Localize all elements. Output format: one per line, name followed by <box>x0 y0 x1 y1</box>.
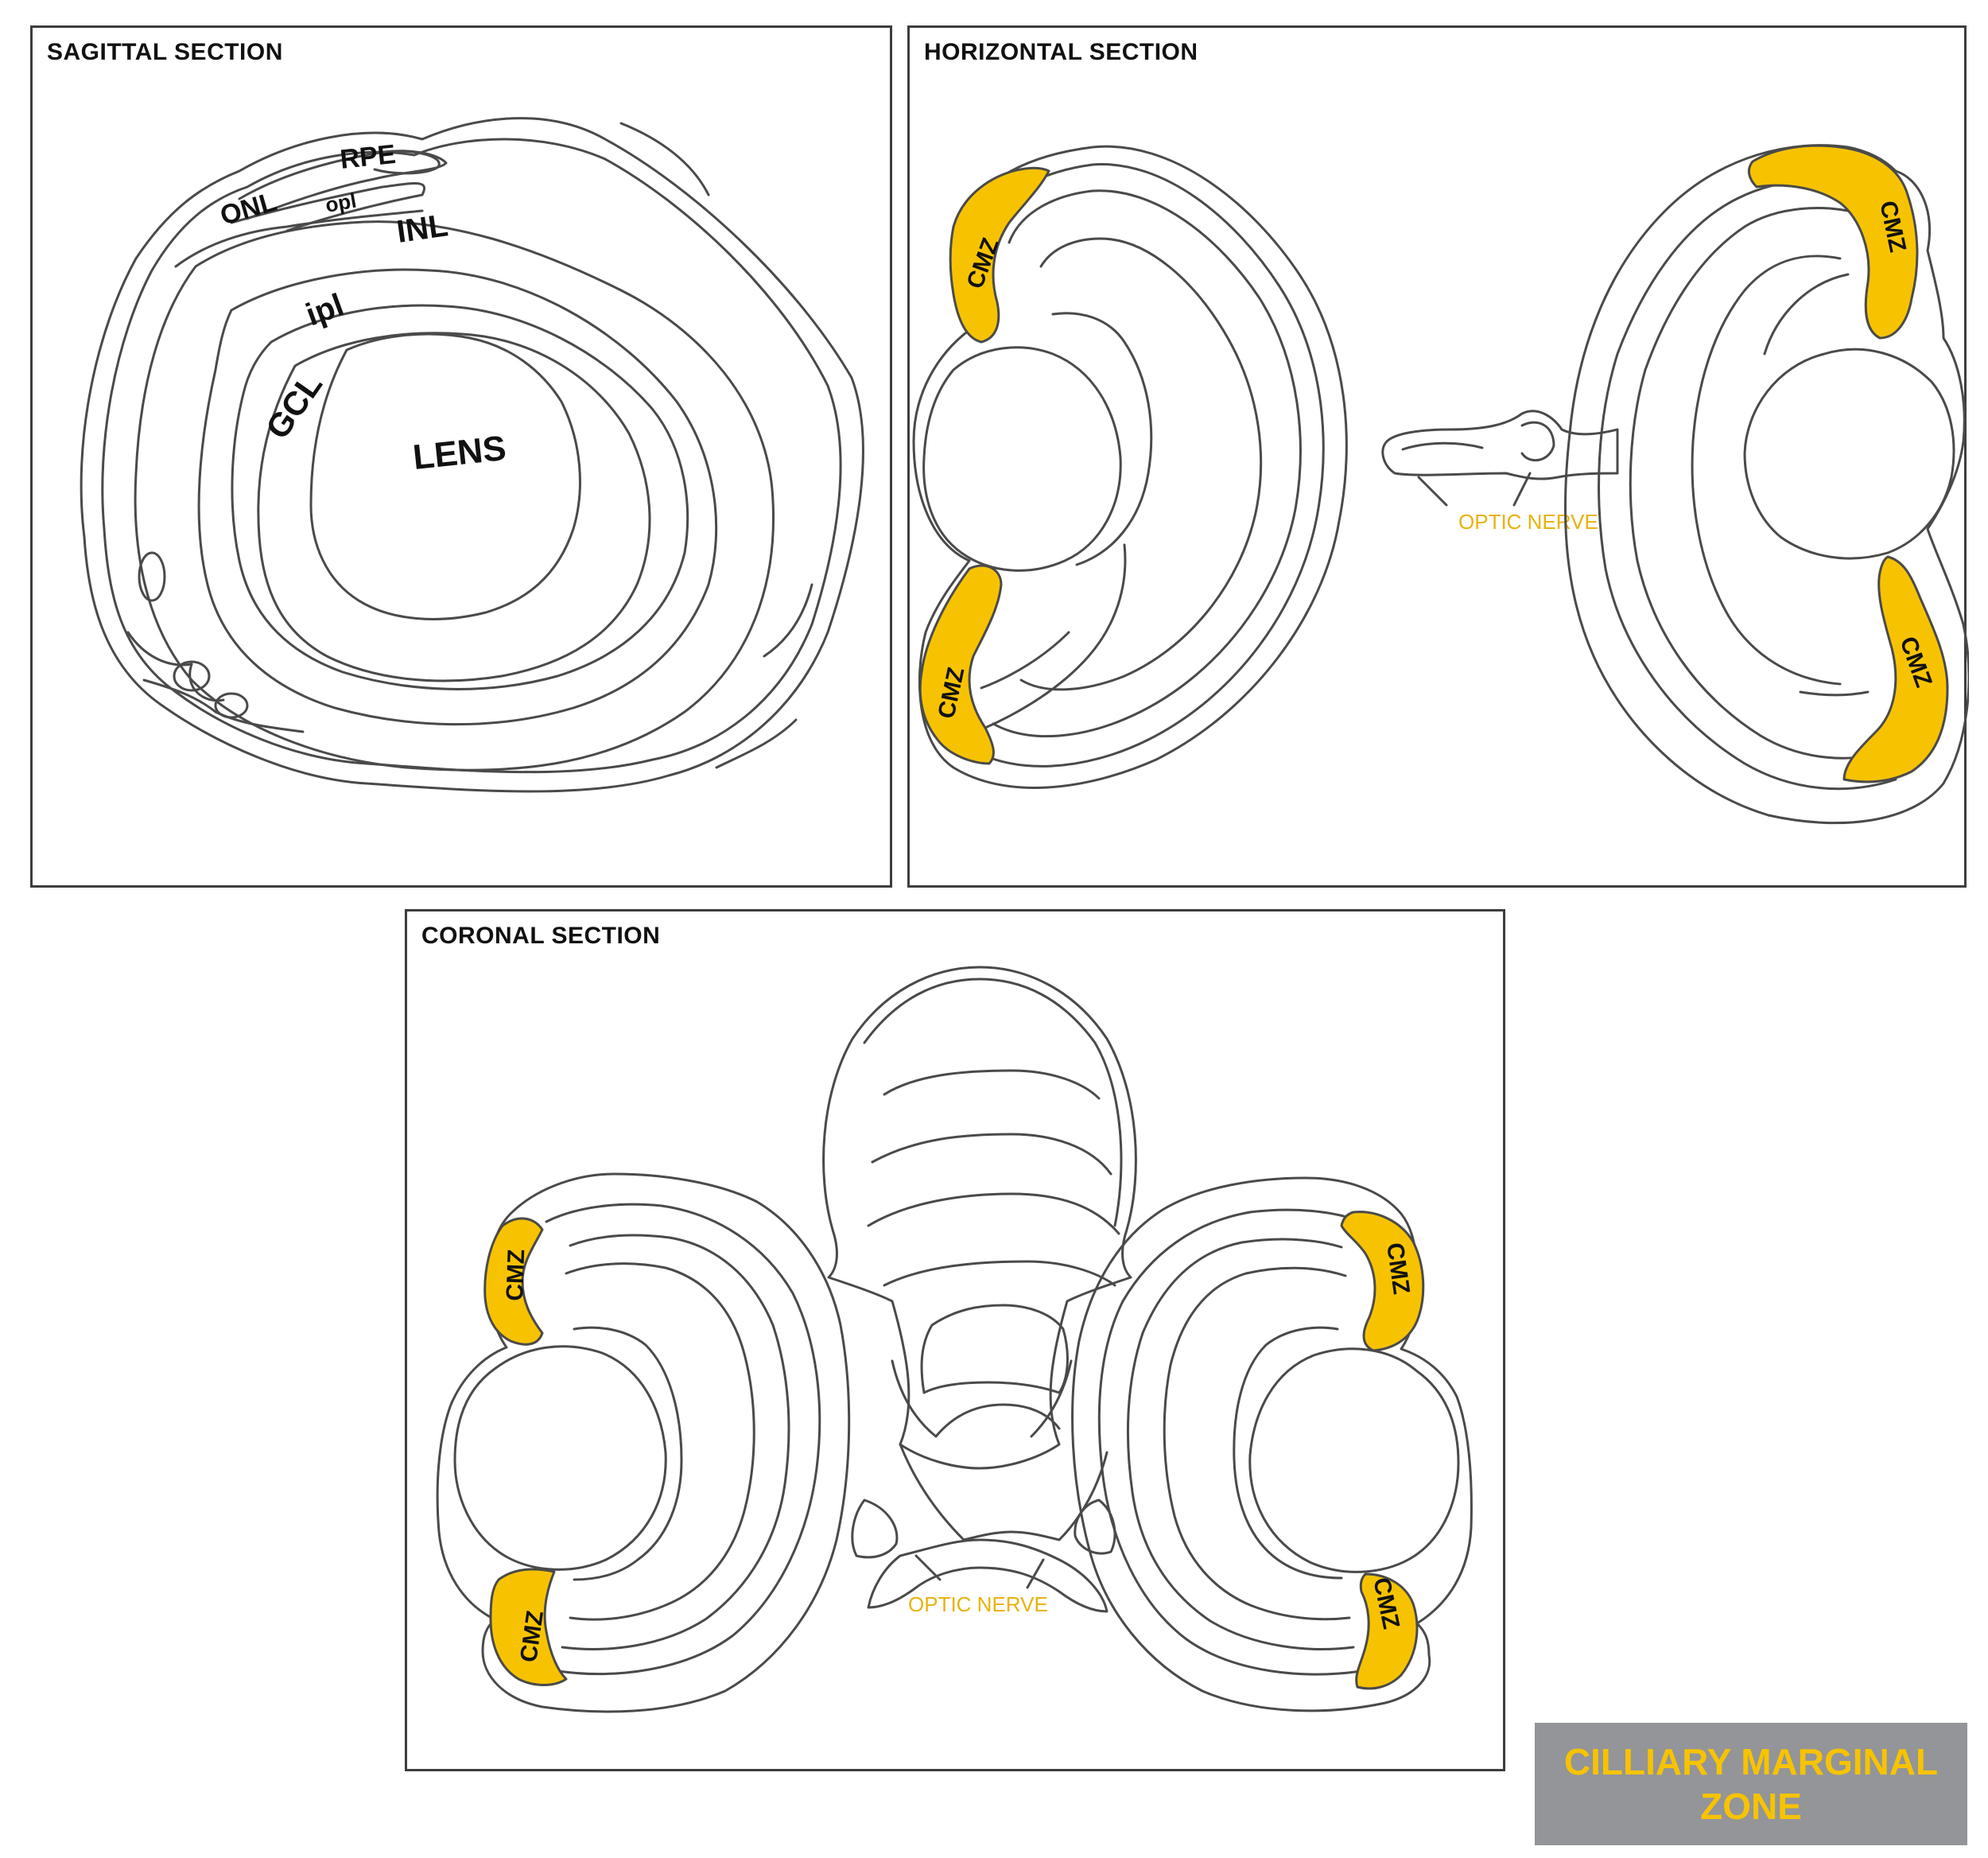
cmz-label: CMZ <box>502 1249 530 1301</box>
coronal-section-drawing: OPTIC NERVE CMZ CMZ <box>436 966 1473 1713</box>
left-eye: CMZ CMZ <box>436 1172 851 1713</box>
left-lens <box>453 1345 667 1571</box>
sagittal-section-title: SAGITTAL SECTION <box>47 39 283 65</box>
lens-outline <box>309 332 581 620</box>
horizontal-section-panel: HORIZONTAL SECTION CMZ CMZ <box>907 25 1969 888</box>
opl-label: opl <box>324 189 359 217</box>
optic-nerve-label: OPTIC NERVE <box>1458 510 1598 534</box>
ipl-label: ipl <box>301 287 348 332</box>
inl-outer <box>134 220 775 772</box>
horizontal-section-drawing: CMZ CMZ OPTIC NERVE CMZ <box>912 144 1969 825</box>
right-eye: CMZ CMZ <box>1071 1176 1473 1712</box>
legend-box: CILLIARY MARGINAL ZONE <box>1535 1723 1967 1845</box>
ipl-outer <box>197 268 718 726</box>
optic-nerve-center: OPTIC NERVE <box>1381 410 1619 534</box>
optic-nerve-label: OPTIC NERVE <box>908 1592 1048 1616</box>
left-lens <box>922 346 1122 572</box>
cmz-region <box>1842 555 1949 783</box>
sagittal-section-drawing: RPE ONL opl INL ipl GCL LENS <box>80 117 864 793</box>
eye-outline <box>80 117 864 793</box>
gcl-outer <box>257 332 651 682</box>
inl-label: INL <box>394 208 450 250</box>
lens-label: LENS <box>411 429 508 477</box>
right-lens <box>1248 1347 1460 1573</box>
cmz-region <box>489 1568 568 1686</box>
central-brain: OPTIC NERVE <box>822 966 1137 1616</box>
horizontal-section-title: HORIZONTAL SECTION <box>924 39 1198 65</box>
right-eye: CMZ CMZ <box>1563 144 1969 825</box>
coronal-section-panel: CORONAL SECTION OPTIC NERVE <box>405 909 1505 1771</box>
cmz-region <box>949 166 1050 344</box>
legend-label: CILLIARY MARGINAL ZONE <box>1563 1741 1939 1827</box>
cmz-region <box>483 1217 544 1346</box>
coronal-section-title: CORONAL SECTION <box>421 923 661 949</box>
cmz-region <box>918 564 1003 765</box>
left-eye: CMZ CMZ <box>912 145 1348 789</box>
cmz-region <box>1747 144 1919 340</box>
rpe-label: RPE <box>339 139 398 175</box>
cmz-region <box>1340 1211 1425 1352</box>
onl-label: ONL <box>217 186 280 231</box>
sagittal-section-panel: SAGITTAL SECTION RPE ONL opl INL ipl <box>30 25 892 888</box>
cmz-region <box>1355 1572 1419 1690</box>
right-lens <box>1743 348 1955 560</box>
